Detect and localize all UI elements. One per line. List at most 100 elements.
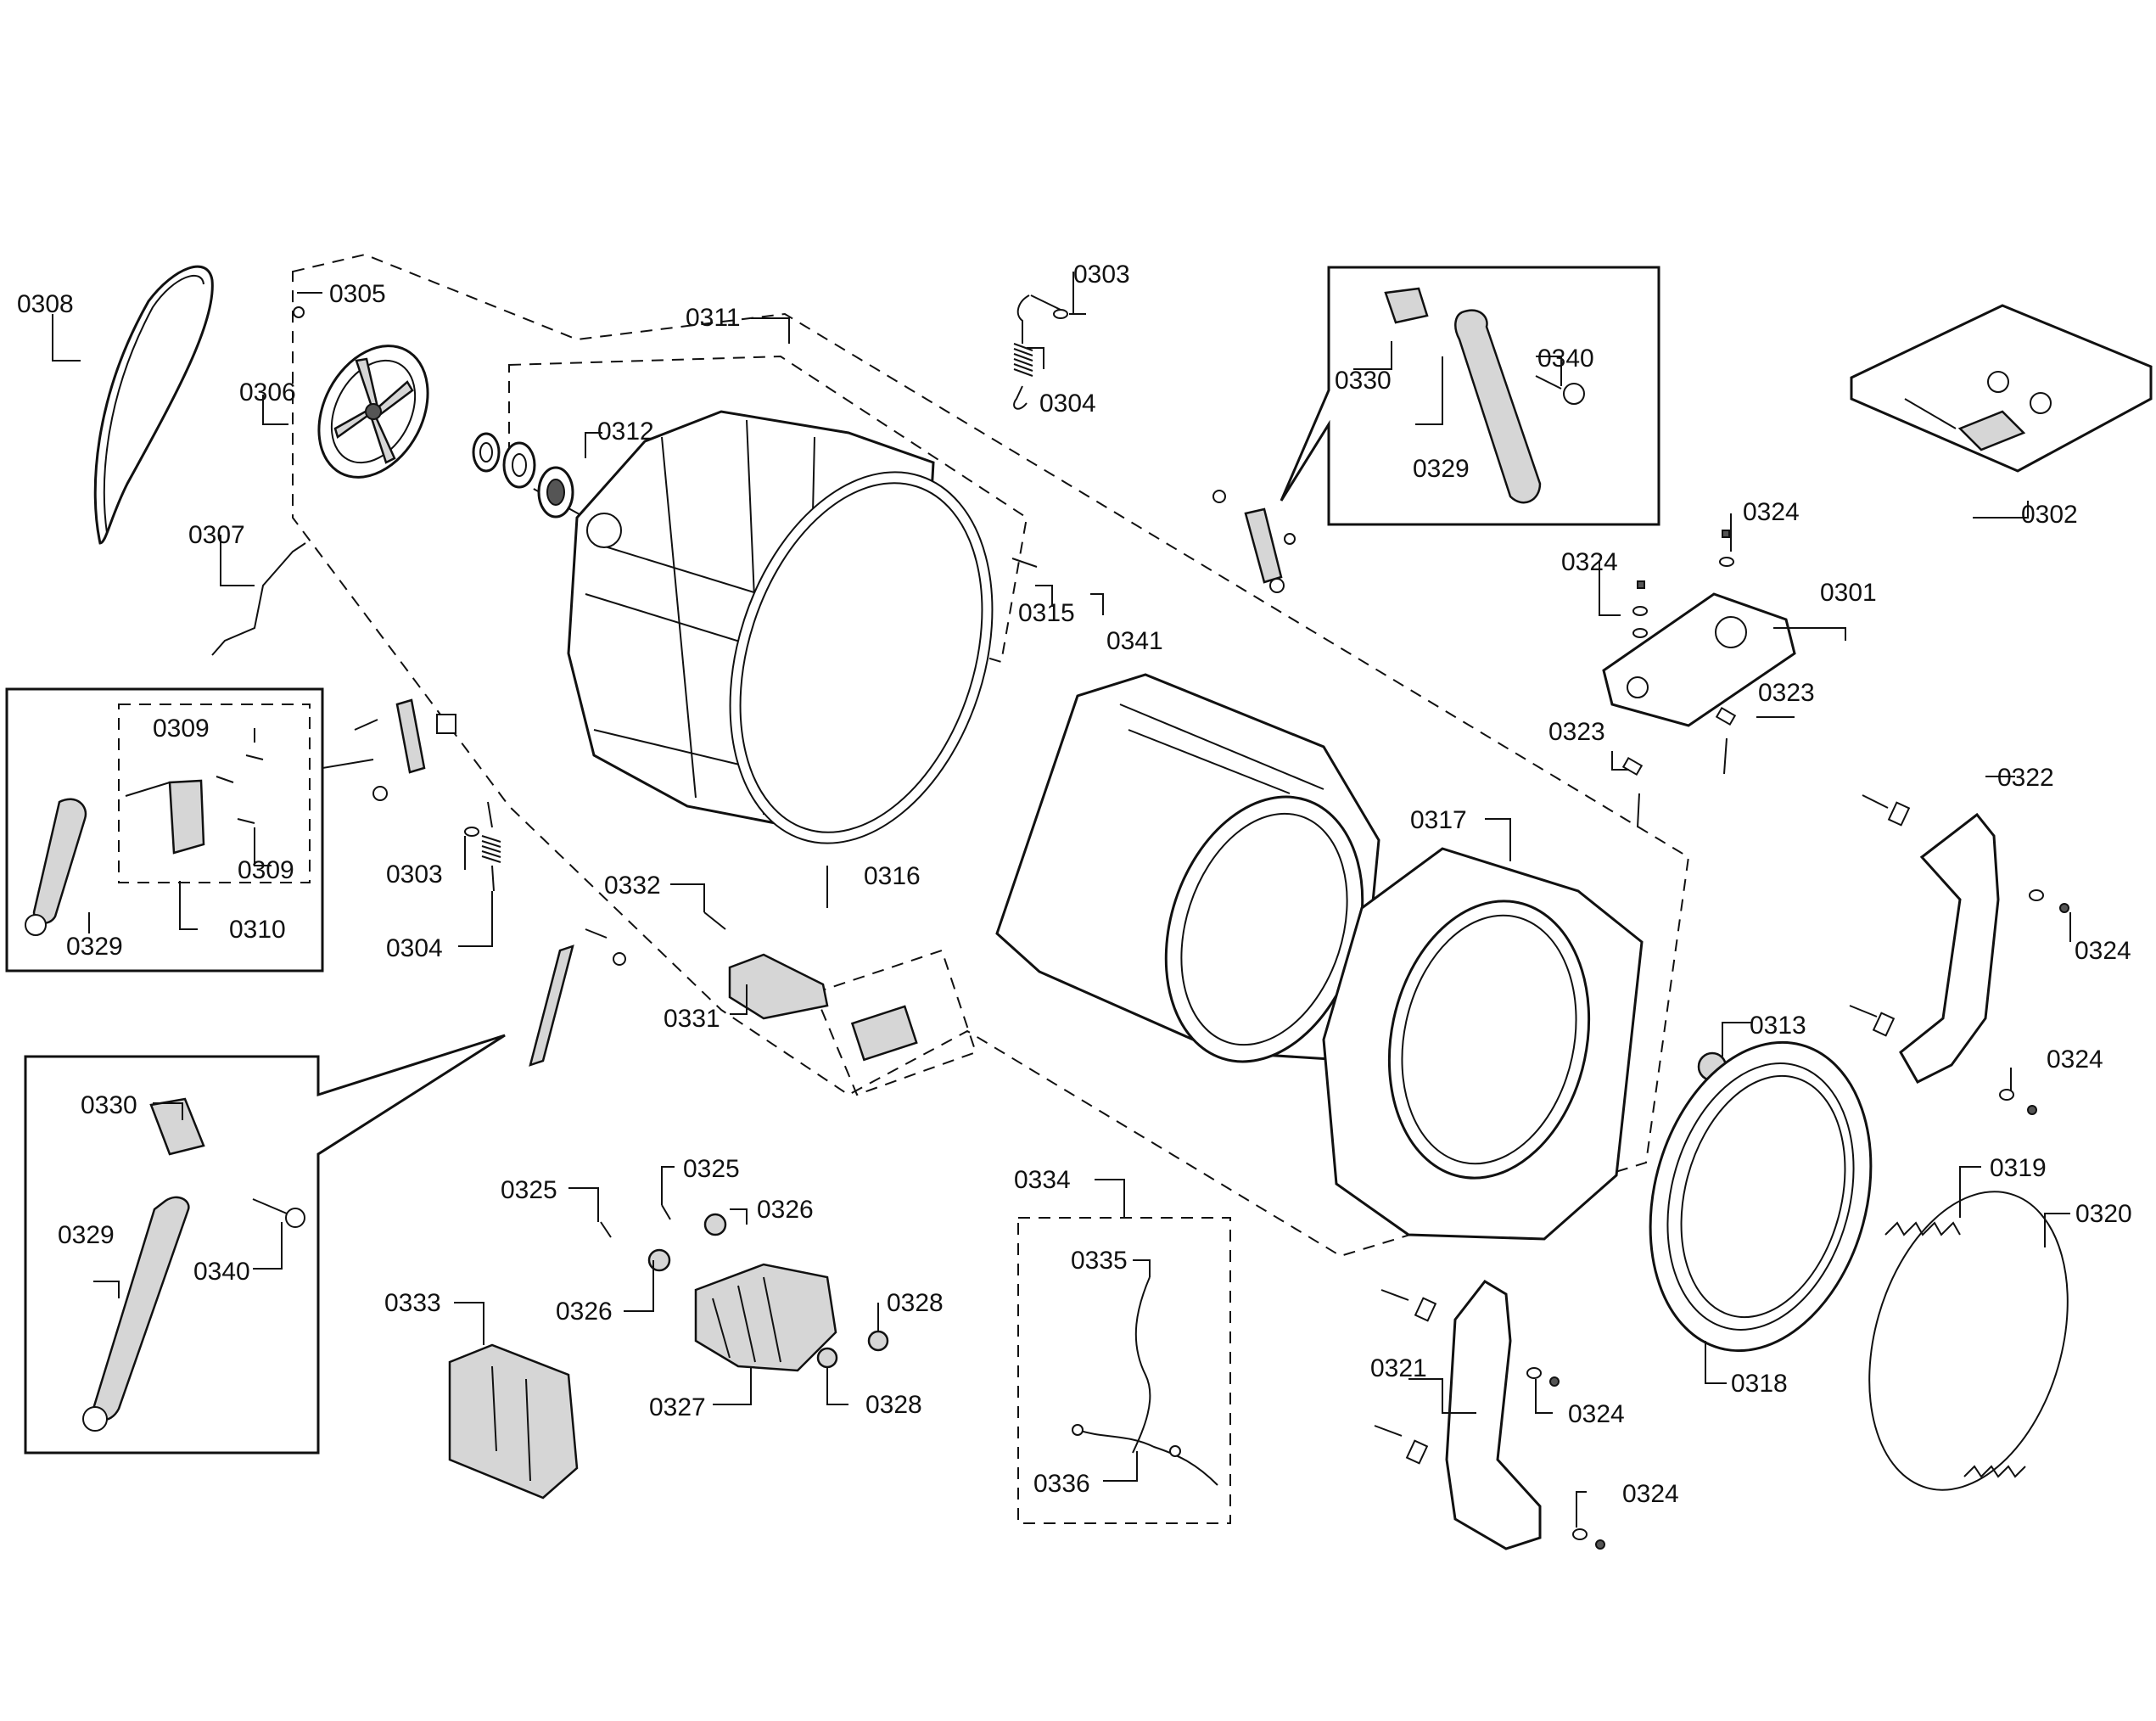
label-0326-right: 0326 <box>757 1196 814 1224</box>
label-0313: 0313 <box>1750 1012 1806 1040</box>
screw-part <box>661 1204 671 1220</box>
leader-lines <box>52 272 2071 1528</box>
label-0336: 0336 <box>1033 1470 1090 1498</box>
label-0304-mid: 0304 <box>386 934 443 962</box>
label-0317: 0317 <box>1410 806 1467 834</box>
sensor-part <box>703 911 726 930</box>
washer-part <box>2029 889 2044 901</box>
label-0312: 0312 <box>597 418 654 446</box>
bracket-bolt-part <box>1849 1005 1878 1017</box>
label-0324-top-right: 0324 <box>1743 498 1800 526</box>
label-0305: 0305 <box>329 280 386 308</box>
counterweight-washer-part <box>1715 706 1737 726</box>
bracket-bolt-part <box>1380 1289 1409 1301</box>
damper-part <box>32 798 87 924</box>
upper-front-bracket-part <box>1899 812 2000 1084</box>
label-0304-top: 0304 <box>1039 390 1096 418</box>
bolt-part <box>1535 375 1562 390</box>
pulley-bolt-part <box>293 306 305 318</box>
label-0321: 0321 <box>1370 1354 1427 1382</box>
label-0328-lower: 0328 <box>865 1391 922 1419</box>
screw-part <box>245 754 264 760</box>
bracket-bolt-part <box>1374 1425 1403 1437</box>
damper-part <box>1454 309 1542 504</box>
screw-part <box>237 818 255 824</box>
label-0306: 0306 <box>239 378 296 406</box>
wire-part <box>211 542 306 656</box>
washer-part <box>1999 1089 2014 1101</box>
label-0329-callout-top: 0329 <box>1413 455 1470 483</box>
washer-part <box>464 827 479 837</box>
label-0301: 0301 <box>1820 579 1877 607</box>
label-0332: 0332 <box>604 872 661 900</box>
rear-tub-inner-outline <box>508 355 1028 664</box>
screw-part <box>1011 558 1038 568</box>
label-0340-callout-top: 0340 <box>1537 345 1594 373</box>
label-0316: 0316 <box>864 862 921 890</box>
washer-part <box>1572 1528 1588 1540</box>
label-0333: 0333 <box>384 1289 441 1317</box>
nut-part <box>1595 1539 1605 1550</box>
motor-part <box>694 1263 837 1372</box>
damper-callout-top-right <box>1280 266 1660 526</box>
coupler-part <box>647 1248 671 1272</box>
label-0324-top-left: 0324 <box>1561 548 1618 576</box>
damper-callout-left-upper <box>5 687 324 973</box>
screw-part <box>216 776 234 783</box>
nut-part <box>1549 1376 1560 1387</box>
bracket-bolt-part <box>1862 794 1889 809</box>
label-0334: 0334 <box>1014 1166 1071 1194</box>
damper-callout-left-lower <box>24 1034 506 1455</box>
hose-part <box>1132 1276 1151 1454</box>
label-0341: 0341 <box>1106 627 1163 655</box>
label-0307: 0307 <box>188 521 245 549</box>
washer-part <box>1632 628 1648 638</box>
belt-part <box>93 265 214 545</box>
label-0340-callout-left-lower: 0340 <box>193 1258 250 1286</box>
bolt-part <box>125 782 171 797</box>
label-0320: 0320 <box>2075 1200 2132 1228</box>
label-0325-right: 0325 <box>683 1155 740 1183</box>
label-0308: 0308 <box>17 290 74 318</box>
coupler-part <box>703 1213 727 1236</box>
bolt-part <box>252 1198 288 1214</box>
label-0324-right-upper: 0324 <box>2075 937 2131 965</box>
label-0329-callout-left-upper: 0329 <box>66 933 123 961</box>
heater-label-part <box>850 1005 918 1062</box>
spring-part <box>481 801 501 892</box>
label-0324-right-lower: 0324 <box>2047 1045 2103 1074</box>
heater-part <box>728 953 829 1020</box>
label-0310: 0310 <box>229 916 286 944</box>
label-0330-callout-left-lower: 0330 <box>81 1091 137 1119</box>
lower-front-bracket-part <box>1445 1280 1542 1550</box>
label-0303-top: 0303 <box>1073 261 1130 289</box>
label-0303-mid: 0303 <box>386 860 443 889</box>
label-0329-callout-left-lower: 0329 <box>58 1221 115 1249</box>
label-0324-bottom-lower: 0324 <box>1622 1480 1679 1508</box>
counterweight-bolt-part <box>1637 793 1640 828</box>
label-0309-lower: 0309 <box>238 856 294 884</box>
damper-bracket-part <box>149 1097 205 1156</box>
label-0302: 0302 <box>2021 501 2078 529</box>
label-0318: 0318 <box>1731 1370 1788 1398</box>
heater-group-outline <box>813 949 977 1096</box>
label-0328-upper: 0328 <box>887 1289 944 1317</box>
clamp-wire-part <box>1868 1191 2069 1491</box>
bracket-part <box>168 779 205 855</box>
label-0311: 0311 <box>686 304 741 332</box>
washer-part <box>1526 1367 1542 1379</box>
label-0325-left: 0325 <box>501 1176 557 1204</box>
nut-part <box>1722 530 1730 538</box>
damper-part <box>1244 507 1283 584</box>
damper-callout-left-upper-pointer <box>322 759 374 769</box>
label-0326-left: 0326 <box>556 1298 613 1326</box>
grommet-part <box>816 1347 838 1369</box>
label-0315: 0315 <box>1018 599 1075 627</box>
damper-bracket-part <box>1384 287 1429 324</box>
nut-part <box>2059 903 2069 913</box>
label-0323-right: 0323 <box>1758 679 1815 707</box>
counterweight-part <box>1602 592 1796 727</box>
washer-part <box>1719 557 1734 567</box>
damper-part <box>529 945 574 1067</box>
